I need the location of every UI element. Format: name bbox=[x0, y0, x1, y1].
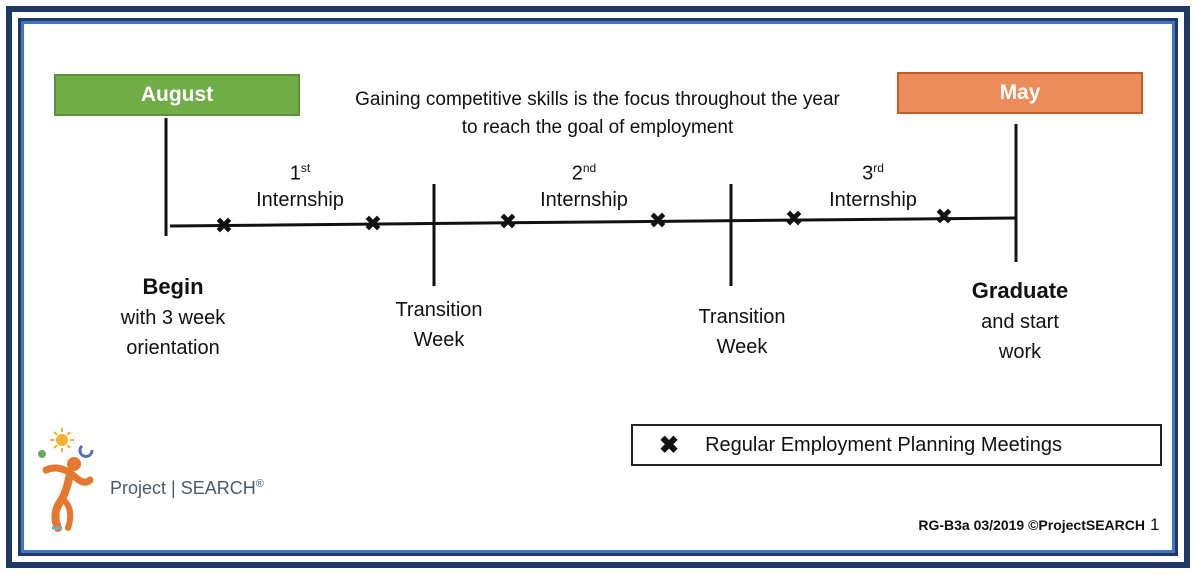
begin-line-1: with 3 week bbox=[120, 307, 226, 329]
graduate-title: Graduate bbox=[971, 278, 1069, 303]
page-number: 1 bbox=[1150, 515, 1160, 534]
end-month-box: May bbox=[897, 72, 1143, 114]
transition-line-1: Transition bbox=[395, 299, 483, 321]
graduate-line-2: work bbox=[998, 341, 1042, 363]
internship-1-label: 1st Internship bbox=[235, 155, 365, 213]
transition-line-1: Transition bbox=[698, 306, 786, 328]
graduate-label: Graduate and start work bbox=[945, 276, 1095, 367]
meeting-marker: ✖ bbox=[649, 209, 667, 234]
internship-2-label: 2nd Internship bbox=[519, 155, 649, 213]
footer-code: RG-B3a 03/2019 ©ProjectSEARCH bbox=[918, 517, 1145, 533]
meeting-marker: ✖ bbox=[499, 210, 517, 235]
begin-line-2: orientation bbox=[126, 337, 220, 359]
internship-ordinal: 2 bbox=[571, 162, 583, 185]
transition-line-2: Week bbox=[716, 336, 768, 358]
meeting-marker: ✖ bbox=[935, 205, 953, 230]
sun-icon bbox=[50, 428, 74, 452]
begin-label: Begin with 3 week orientation bbox=[98, 272, 248, 363]
internship-ordinal: 1 bbox=[289, 162, 301, 185]
focus-statement: Gaining competitive skills is the focus … bbox=[300, 86, 895, 142]
meeting-marker: ✖ bbox=[215, 214, 233, 239]
internship-text: Internship bbox=[540, 188, 628, 211]
transition-line-2: Week bbox=[413, 329, 465, 351]
internship-suffix: st bbox=[300, 161, 311, 175]
outer-frame bbox=[6, 6, 1190, 568]
begin-title: Begin bbox=[142, 274, 204, 299]
internship-suffix: rd bbox=[873, 161, 884, 175]
start-month-box: August bbox=[54, 74, 300, 116]
graduate-line-1: and start bbox=[981, 311, 1059, 333]
internship-text: Internship bbox=[256, 188, 344, 211]
focus-line-2: to reach the goal of employment bbox=[461, 117, 734, 138]
internship-3-label: 3rd Internship bbox=[808, 155, 938, 213]
legend-box: ✖ Regular Employment Planning Meetings bbox=[631, 424, 1162, 466]
transition-week-1-label: Transition Week bbox=[374, 295, 504, 355]
meeting-marker-icon: ✖ bbox=[659, 431, 680, 459]
meeting-marker: ✖ bbox=[364, 212, 382, 237]
timeline-axis bbox=[169, 216, 1017, 228]
internship-ordinal: 3 bbox=[862, 162, 874, 185]
internship-suffix: nd bbox=[582, 161, 597, 175]
logo-text: Project | SEARCH bbox=[110, 478, 256, 498]
focus-line-1: Gaining competitive skills is the focus … bbox=[355, 89, 840, 110]
legend-text: Regular Employment Planning Meetings bbox=[705, 433, 1062, 456]
internship-text: Internship bbox=[829, 188, 917, 211]
transition-week-2-label: Transition Week bbox=[677, 302, 807, 362]
project-search-logo-icon bbox=[38, 428, 94, 532]
logo-wordmark: Project | SEARCH® bbox=[110, 478, 264, 499]
inner-frame bbox=[18, 18, 1178, 556]
logo-registered-mark: ® bbox=[255, 478, 264, 490]
meeting-marker: ✖ bbox=[785, 207, 803, 232]
